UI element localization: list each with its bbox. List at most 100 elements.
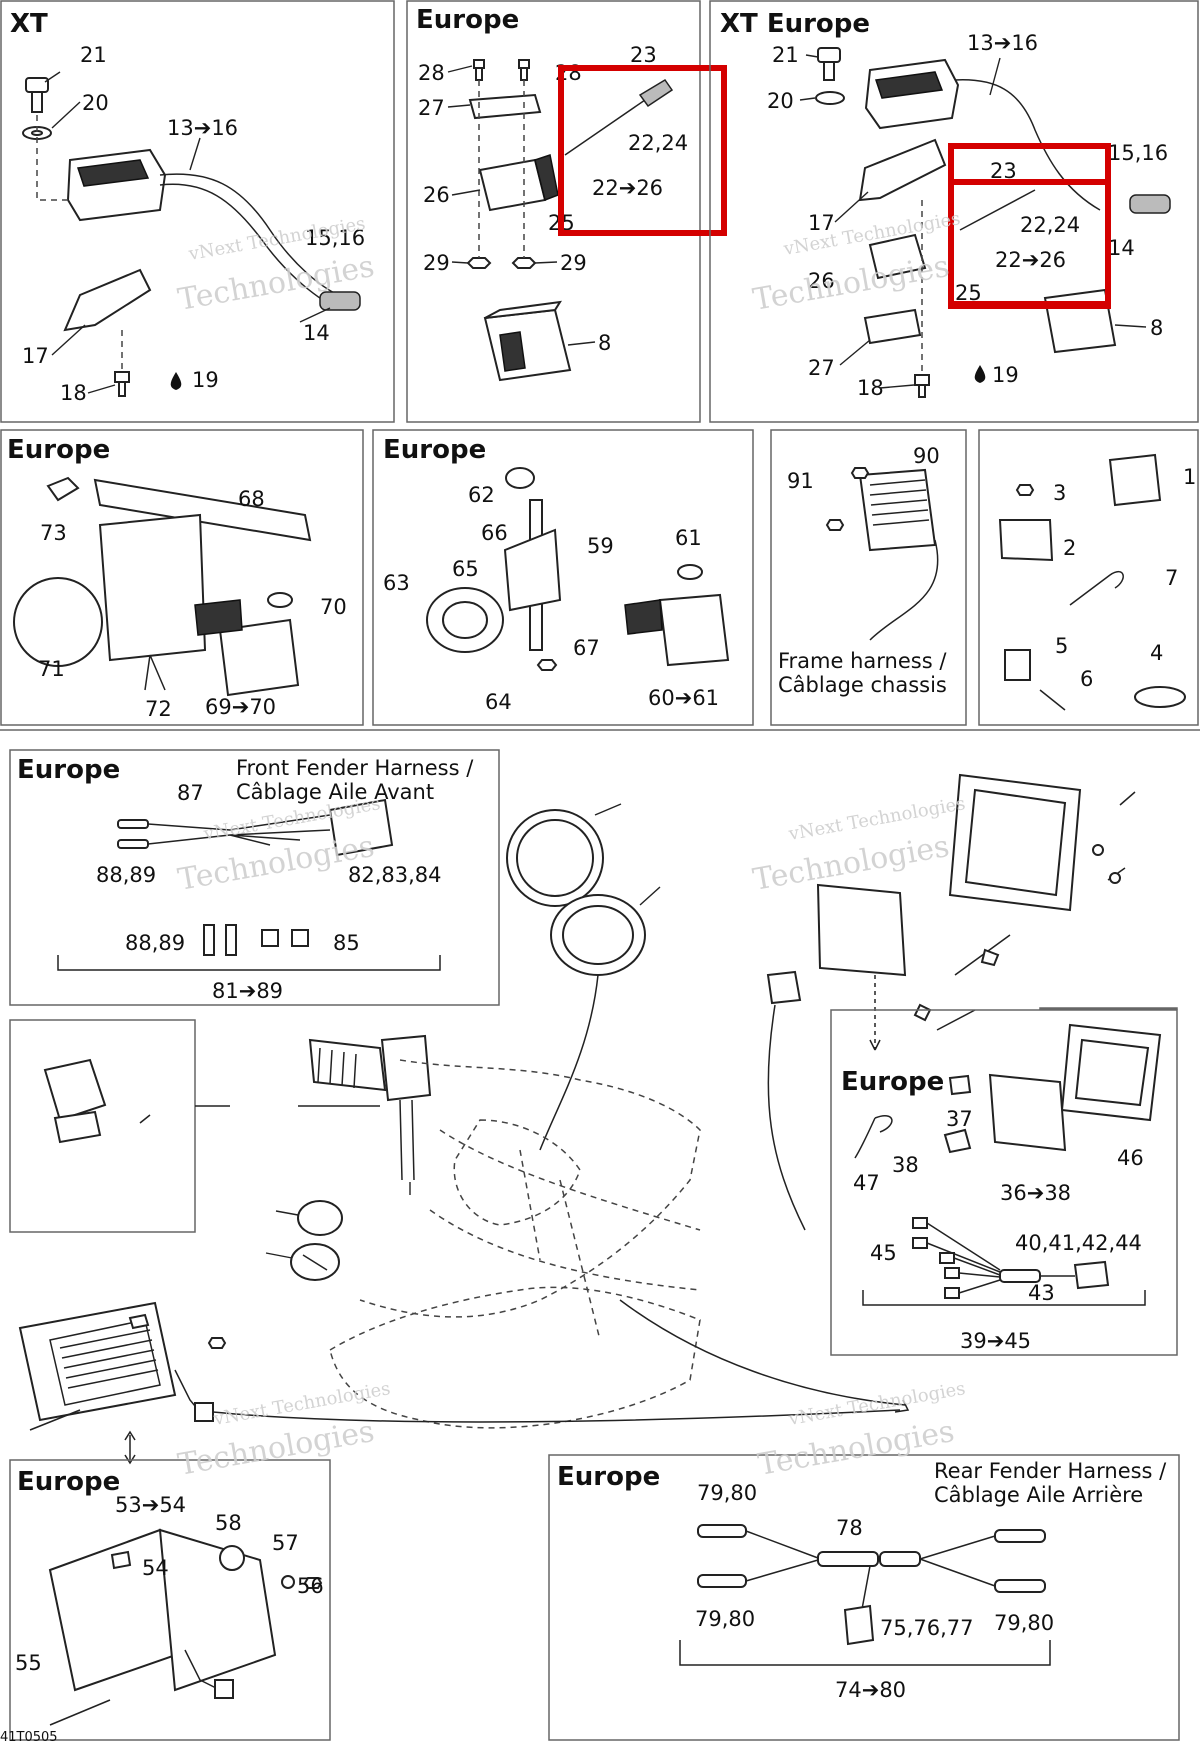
part-number-label: 13➔16 (967, 31, 1038, 55)
part-number-label: 13➔16 (167, 116, 238, 140)
part-number-label: 23 (630, 43, 657, 67)
part-number-label: 5 (1055, 634, 1068, 658)
figure-code: 41T0505 (0, 1730, 58, 1745)
part-number-label: 90 (913, 444, 940, 468)
part-number-label: 81➔89 (212, 979, 283, 1003)
relay (478, 158, 547, 212)
panel-switch-border (9, 1019, 196, 1233)
license-plate-bracket (158, 1528, 277, 1692)
panel-europe-mid-center-border (372, 429, 754, 726)
part-number-label: 68 (238, 487, 265, 511)
part-number-label: 47 (853, 1171, 880, 1195)
part-number-label: 70 (320, 595, 347, 619)
part-number-label: 45 (870, 1241, 897, 1265)
part-number-label: 75,76,77 (880, 1616, 974, 1640)
handlebar-grip (308, 1038, 387, 1092)
part-number-label: 58 (215, 1511, 242, 1535)
part-number-label: 91 (787, 469, 814, 493)
panel-rear-fender: Europe Rear Fender Harness / Câblage Ail… (548, 1454, 1180, 1741)
panel-europe-bottom-left-border (9, 1459, 331, 1741)
part-number-label: 55 (15, 1651, 42, 1675)
part-number-label: 18 (60, 381, 87, 405)
part-number-label: 38 (892, 1153, 919, 1177)
part-number-label: 22,24 (628, 131, 688, 155)
panel-xt-border (0, 0, 395, 423)
part-number-label: 74➔80 (835, 1678, 906, 1702)
panel-small-parts-border (978, 429, 1199, 726)
voltage-regulator (858, 468, 937, 552)
part-number-label: 6 (1080, 667, 1093, 691)
watermark-text: Technologies (755, 1414, 957, 1483)
bulb (766, 970, 802, 1005)
part-number-label: 36➔38 (1000, 1181, 1071, 1205)
part-number-label: 3 (1053, 481, 1066, 505)
part-number-label: 15,16 (305, 226, 365, 250)
part-number-label: 78 (836, 1516, 863, 1540)
part-number-label: 79,80 (994, 1611, 1054, 1635)
part-number-label: 87 (177, 781, 204, 805)
part-number-label: 4 (1150, 641, 1163, 665)
part-number-label: 22➔26 (995, 248, 1066, 272)
panel-xt-title: XT (10, 9, 48, 39)
part-number-label: 73 (40, 521, 67, 545)
switch-92 (297, 1200, 343, 1236)
part-number-label: 72 (145, 697, 172, 721)
panel-europe-top-border (406, 0, 701, 423)
part-number-label: 29 (423, 251, 450, 275)
part-number-label: 27 (808, 356, 835, 380)
panel-europe-right-border (830, 1009, 1178, 1356)
screw-icon (114, 371, 130, 397)
headlight (816, 883, 907, 977)
part-number-label: 43 (1028, 1281, 1055, 1305)
light (988, 1073, 1067, 1152)
part-number-label: 27 (418, 96, 445, 120)
part-number-label: 17 (808, 211, 835, 235)
panel-europe-mid-left: Europe 68 73 70 71 72 69➔70 (0, 429, 364, 726)
part-number-label: 26 (808, 269, 835, 293)
part-number-label: 54 (142, 1556, 169, 1580)
panel-regulator-border (770, 429, 967, 726)
part-number-label: 59 (587, 534, 614, 558)
panel-front-fender-title: Europe (17, 755, 120, 785)
part-number-label: 18 (857, 376, 884, 400)
panel-europe-bottom-left-title: Europe (17, 1467, 120, 1497)
panel-xt-europe-border (709, 0, 1199, 423)
relay-bracket (468, 93, 542, 120)
lamp-housing (218, 618, 300, 697)
main-assembly (9, 773, 1136, 1465)
part-number-label: 29 (560, 251, 587, 275)
panel-europe-top-title: Europe (416, 5, 519, 35)
part-number-label: 39➔45 (960, 1329, 1031, 1353)
part-number-label: 66 (481, 521, 508, 545)
panel-europe-right: Europe 37 46 47 38 36➔38 45 40,41,42,44 … (830, 1007, 1178, 1356)
part-number-label: 26 (423, 183, 450, 207)
panel-europe-top: Europe 28 28 23 27 22,24 22➔26 26 25 29 … (406, 0, 727, 423)
part-number-label: 8 (598, 331, 611, 355)
panel-rear-fender-border (548, 1454, 1180, 1741)
part-number-label: 19 (992, 363, 1019, 387)
part-number-label: 14 (303, 321, 330, 345)
part-number-label: 64 (485, 690, 512, 714)
part-number-label: 46 (1117, 1146, 1144, 1170)
part-number-label: 82,83,84 (348, 863, 442, 887)
panel-rear-fender-title: Europe (557, 1462, 660, 1492)
part-number-label: 60➔61 (648, 686, 719, 710)
panel-heading: Rear Fender Harness / (934, 1459, 1167, 1483)
part-number-label: 56 (297, 1574, 324, 1598)
throttle-housing (66, 148, 351, 311)
part-number-label: 2 (1063, 536, 1076, 560)
part-number-label: 88,89 (96, 863, 156, 887)
panel-xt: XT 21 20 13➔16 15,16 14 (0, 0, 395, 423)
part-number-label: 21 (772, 43, 799, 67)
part-number-label: 79,80 (695, 1607, 755, 1631)
panel-heading: Front Fender Harness / (236, 756, 474, 780)
part-number-label: 8 (1150, 316, 1163, 340)
panel-europe-mid-left-border (0, 429, 364, 726)
reflector (13, 577, 103, 667)
license-bracket (93, 478, 312, 542)
watermark-text: Technologies (175, 1414, 377, 1483)
part-number-label: 85 (333, 931, 360, 955)
relay-8 (483, 300, 572, 382)
panel-regulator: 90 91 Frame harness / Câblage chassis (770, 429, 967, 726)
